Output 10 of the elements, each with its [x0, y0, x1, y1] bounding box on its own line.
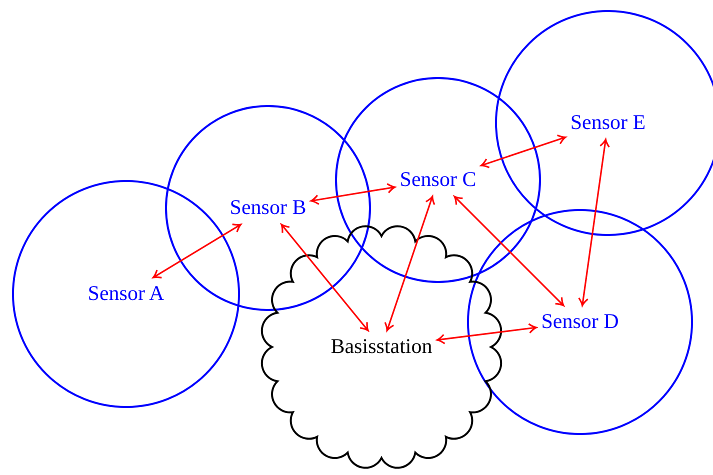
- range-circle: [165, 105, 371, 311]
- base-station-label: Basisstation: [330, 335, 432, 359]
- sensor-label: Sensor A: [88, 282, 164, 306]
- sensor-label: Sensor D: [541, 310, 619, 334]
- sensor-label: Sensor C: [400, 168, 476, 192]
- range-circle: [467, 209, 693, 435]
- sensor-label: Sensor E: [570, 111, 646, 135]
- sensor-label: Sensor B: [230, 196, 306, 220]
- range-circle: [335, 77, 541, 283]
- base-station-cloud: [260, 225, 502, 469]
